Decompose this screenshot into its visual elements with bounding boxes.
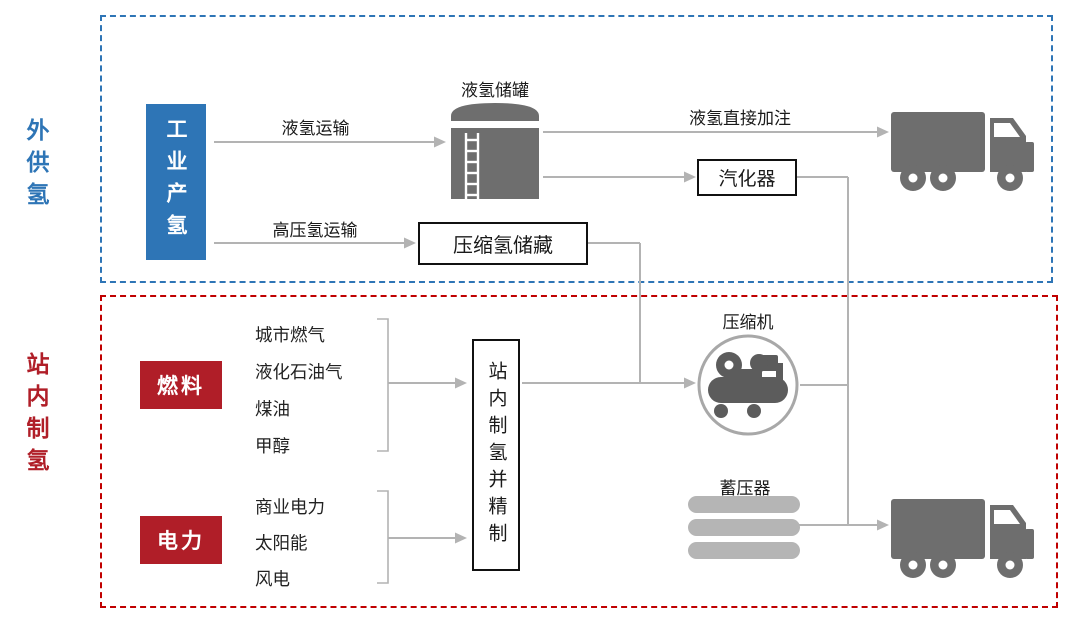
- fuel-item: 煤油: [255, 399, 290, 419]
- external-section-label: 外供氢: [23, 118, 48, 214]
- power-item-list: 商业电力 太阳能 风电: [255, 489, 325, 597]
- liquid-hydrogen-tank-icon: [451, 103, 539, 199]
- industrial-hydrogen-box: 工业产氢: [146, 104, 206, 260]
- compressor-label: 压缩机: [722, 313, 774, 332]
- tank-label: 液氢储罐: [461, 81, 529, 100]
- accumulator-label: 蓄压器: [719, 479, 771, 498]
- onsite-process-box: 站内制氢并精制: [472, 339, 520, 571]
- power-category-box: 电力: [140, 516, 222, 564]
- fuel-category-box: 燃料: [140, 361, 222, 409]
- fuel-category-label: 燃料: [157, 374, 205, 398]
- onsite-production-region: [100, 295, 1058, 608]
- compressor-icon: [697, 334, 799, 436]
- truck-icon-external: [891, 112, 1034, 191]
- power-item: 商业电力: [255, 497, 325, 517]
- high-pressure-transport-label: 高压氢运输: [272, 221, 358, 240]
- vaporizer-box: 汽化器: [697, 159, 797, 196]
- direct-fueling-label: 液氢直接加注: [689, 109, 791, 128]
- industrial-hydrogen-label: 工业产氢: [164, 118, 188, 246]
- accumulator-icon: [688, 496, 800, 559]
- onsite-section-label: 站内制氢: [23, 352, 48, 480]
- fuel-item: 液化石油气: [255, 362, 343, 382]
- fuel-item: 城市燃气: [255, 325, 325, 345]
- power-item: 太阳能: [255, 533, 308, 553]
- vaporizer-label: 汽化器: [718, 169, 776, 190]
- compressed-storage-label: 压缩氢储藏: [453, 235, 553, 257]
- power-category-label: 电力: [157, 529, 205, 553]
- power-item: 风电: [255, 569, 290, 589]
- truck-icon-onsite: [891, 499, 1034, 578]
- external-supply-region: [100, 15, 1053, 283]
- compressed-storage-box: 压缩氢储藏: [418, 222, 588, 265]
- fuel-item-list: 城市燃气 液化石油气 煤油 甲醇: [255, 317, 343, 465]
- onsite-process-label: 站内制氢并精制: [485, 360, 507, 550]
- fuel-item: 甲醇: [255, 436, 290, 456]
- liquid-transport-label: 液氢运输: [281, 119, 350, 138]
